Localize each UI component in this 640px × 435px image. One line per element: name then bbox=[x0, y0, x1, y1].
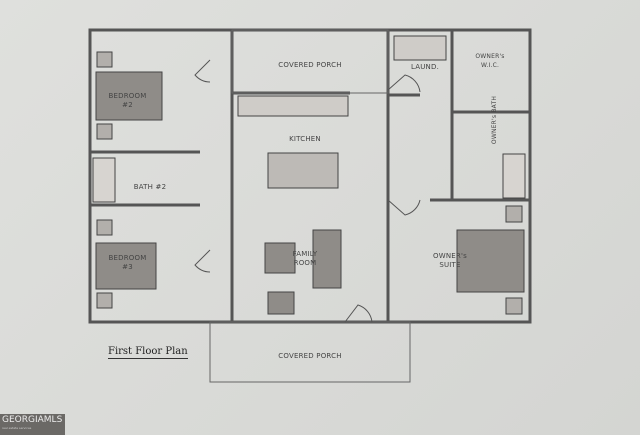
armchair bbox=[267, 291, 295, 315]
room-label-family-room: FAMILY ROOM bbox=[292, 250, 318, 267]
room-label-covered-porch-top: COVERED PORCH bbox=[278, 61, 342, 69]
plan-title: First Floor Plan bbox=[108, 346, 188, 359]
sofa bbox=[312, 229, 342, 289]
bed-2 bbox=[95, 71, 163, 121]
washer-dryer bbox=[393, 35, 447, 61]
kitchen-counter bbox=[237, 95, 349, 117]
kitchen-island bbox=[267, 152, 339, 189]
porches bbox=[209, 29, 411, 383]
coffee-table bbox=[264, 242, 296, 274]
room-label-laundry: LAUND. bbox=[410, 63, 440, 71]
room-label-bedroom-2: BEDROOM #2 bbox=[108, 92, 147, 109]
room-label-owners-suite: OWNER's SUITE bbox=[433, 252, 467, 269]
room-label-kitchen: KITCHEN bbox=[289, 135, 321, 143]
room-label-owners-wic: OWNER's W.I.C. bbox=[475, 53, 505, 69]
doors bbox=[194, 59, 421, 323]
tub-owner bbox=[502, 153, 526, 199]
room-label-owners-bath: OWNER's BATH bbox=[491, 95, 498, 145]
room-label-covered-porch-bottom: COVERED PORCH bbox=[278, 352, 342, 360]
bed-owner bbox=[456, 229, 525, 293]
nightstands bbox=[96, 51, 523, 315]
tub-2 bbox=[92, 157, 116, 203]
room-label-bedroom-3: BEDROOM #3 bbox=[108, 254, 147, 271]
bed-3 bbox=[95, 242, 157, 290]
furniture bbox=[92, 35, 526, 315]
room-label-bath-2: BATH #2 bbox=[133, 183, 167, 191]
